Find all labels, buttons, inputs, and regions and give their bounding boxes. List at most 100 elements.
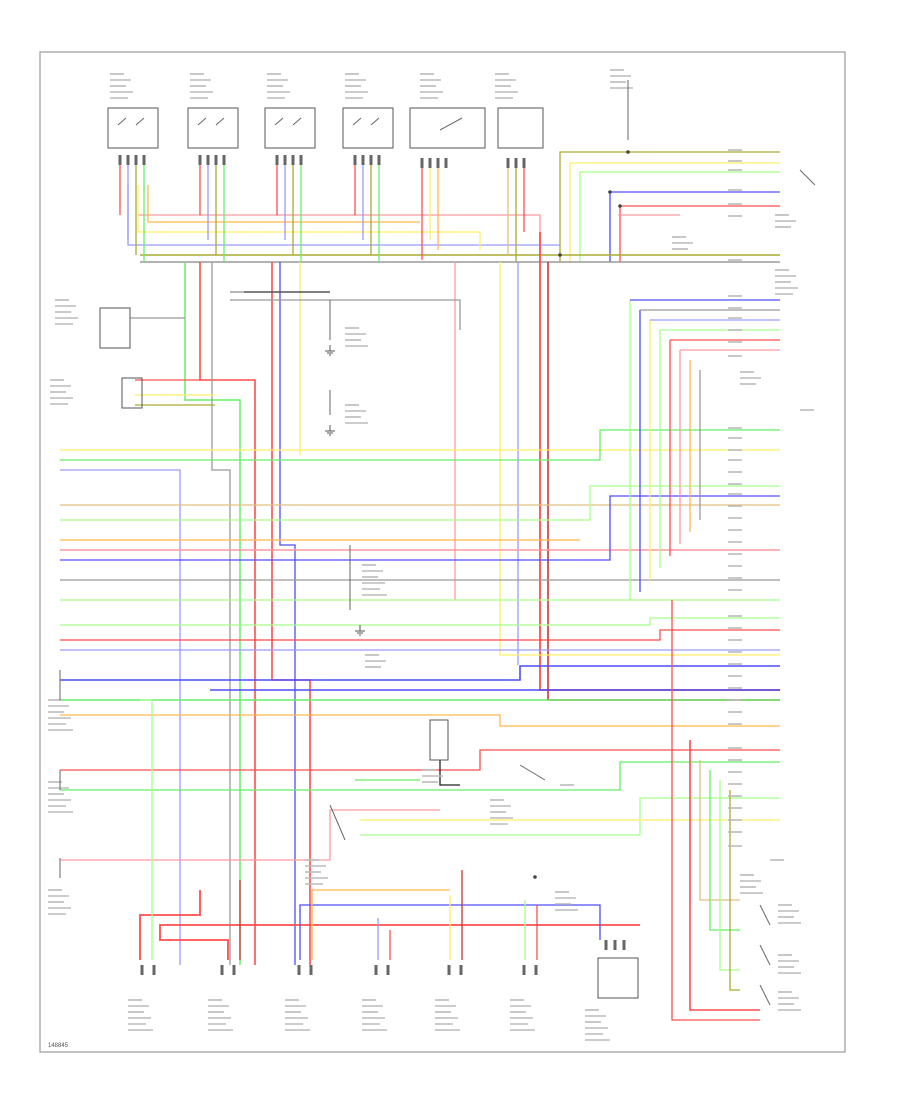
connector-pin-icon: [369, 155, 373, 165]
wire-olive-0: [559, 151, 780, 262]
connector-pin-icon: [126, 155, 130, 165]
connector-pin-icon: [299, 155, 303, 165]
connector-pin-icon: [232, 965, 236, 975]
switch-icon: [292, 117, 302, 126]
switch-icon: [135, 117, 145, 126]
wire-gray-36: [211, 262, 231, 965]
connector-pin-icon: [613, 940, 617, 950]
splice-icon: [558, 253, 562, 257]
connector-pin-icon: [447, 965, 451, 975]
connector-pin-icon: [374, 965, 378, 975]
splice-icon: [618, 204, 622, 208]
wire-blue-3: [609, 191, 780, 262]
wire-red-87: [139, 890, 201, 960]
connector-pin-icon: [140, 965, 144, 975]
diagram-frame: [39, 51, 846, 1053]
wire-light_blue-47: [60, 469, 181, 965]
wire-orange-61: [60, 714, 780, 727]
splice-icon: [533, 875, 537, 879]
connector-pin-icon: [459, 965, 463, 975]
connector-pin-icon: [522, 158, 526, 168]
wire-blue-52: [60, 495, 780, 561]
left-switch: [99, 307, 131, 349]
connector-pin-icon: [118, 155, 122, 165]
wheel-speed-sensor-0: [107, 107, 159, 149]
throttle-position-sensor: [409, 107, 486, 149]
wire-tan-82: [699, 760, 740, 901]
speed-sensor: [497, 107, 544, 149]
connector-pin-icon: [275, 155, 279, 165]
wire-yellow-1: [569, 162, 780, 262]
connector-pin-icon: [283, 155, 287, 165]
wire-orange-92: [311, 889, 450, 960]
wire-red-81: [689, 740, 760, 1011]
wire-green-83: [709, 770, 740, 931]
connector-pin-icon: [377, 155, 381, 165]
switch-icon: [274, 117, 284, 126]
connector-pin-icon: [214, 155, 218, 165]
wire-red-56: [60, 629, 780, 641]
wire-red-89: [159, 924, 640, 960]
connector-pin-icon: [420, 158, 424, 168]
wire-red-62: [60, 749, 780, 771]
connector-pin-icon: [142, 155, 146, 165]
wire-light_green-88: [140, 699, 153, 960]
switch-icon: [519, 764, 546, 781]
connector-pin-icon: [353, 155, 357, 165]
wire-red-86: [671, 600, 760, 1021]
connector-pin-icon: [436, 158, 440, 168]
sensor-icon: [329, 804, 346, 841]
wire-orange-9: [147, 185, 420, 223]
switch-icon: [117, 117, 127, 126]
bottom-connector: [597, 957, 639, 999]
sensor-icon: [759, 984, 771, 1006]
connector-pin-icon: [622, 940, 626, 950]
connector-pin-icon: [309, 965, 313, 975]
wire-yellow-44: [499, 262, 780, 656]
splice-icon: [626, 150, 630, 154]
wheel-speed-sensor-1: [187, 107, 239, 149]
switch-icon: [215, 117, 225, 126]
wire-pink-6: [138, 214, 541, 232]
wire-red-35: [199, 262, 256, 965]
wire-pink-64: [60, 809, 440, 861]
switch-icon: [799, 169, 816, 186]
connector-pin-icon: [386, 965, 390, 975]
connector-pin-icon: [297, 965, 301, 975]
switch-icon: [352, 117, 362, 126]
connector-pin-icon: [604, 940, 608, 950]
switch-icon: [439, 117, 463, 131]
connector-pin-icon: [198, 155, 202, 165]
wire-light_green-65: [360, 797, 780, 836]
center-connector: [429, 719, 449, 761]
left-sensor: [121, 377, 143, 409]
wire-light_green-84: [719, 780, 740, 971]
switch-icon: [197, 117, 207, 126]
wire-dark_red-42: [547, 262, 780, 701]
connector-pin-icon: [361, 155, 365, 165]
wire-blue-58: [60, 665, 780, 681]
connector-pin-icon: [222, 155, 226, 165]
splice-icon: [608, 190, 612, 194]
wire-gray-103: [230, 299, 461, 330]
connector-pin-icon: [220, 965, 224, 975]
wire-blue-38: [279, 262, 296, 965]
wheel-speed-sensor-3: [342, 107, 394, 149]
sensor-icon: [759, 944, 771, 966]
connector-pin-icon: [428, 158, 432, 168]
sensor-icon: [759, 904, 771, 926]
connector-pin-icon: [134, 155, 138, 165]
connector-pin-icon: [206, 155, 210, 165]
connector-pin-icon: [534, 965, 538, 975]
wire-green-46: [60, 429, 780, 461]
connector-pin-icon: [522, 965, 526, 975]
wire-light_green-49: [60, 485, 780, 521]
connector-pin-icon: [291, 155, 295, 165]
wire-light_green-2: [579, 171, 780, 262]
switch-icon: [370, 117, 380, 126]
wire-black-105: [439, 760, 460, 786]
wheel-speed-sensor-2: [264, 107, 316, 149]
connector-pin-icon: [514, 158, 518, 168]
